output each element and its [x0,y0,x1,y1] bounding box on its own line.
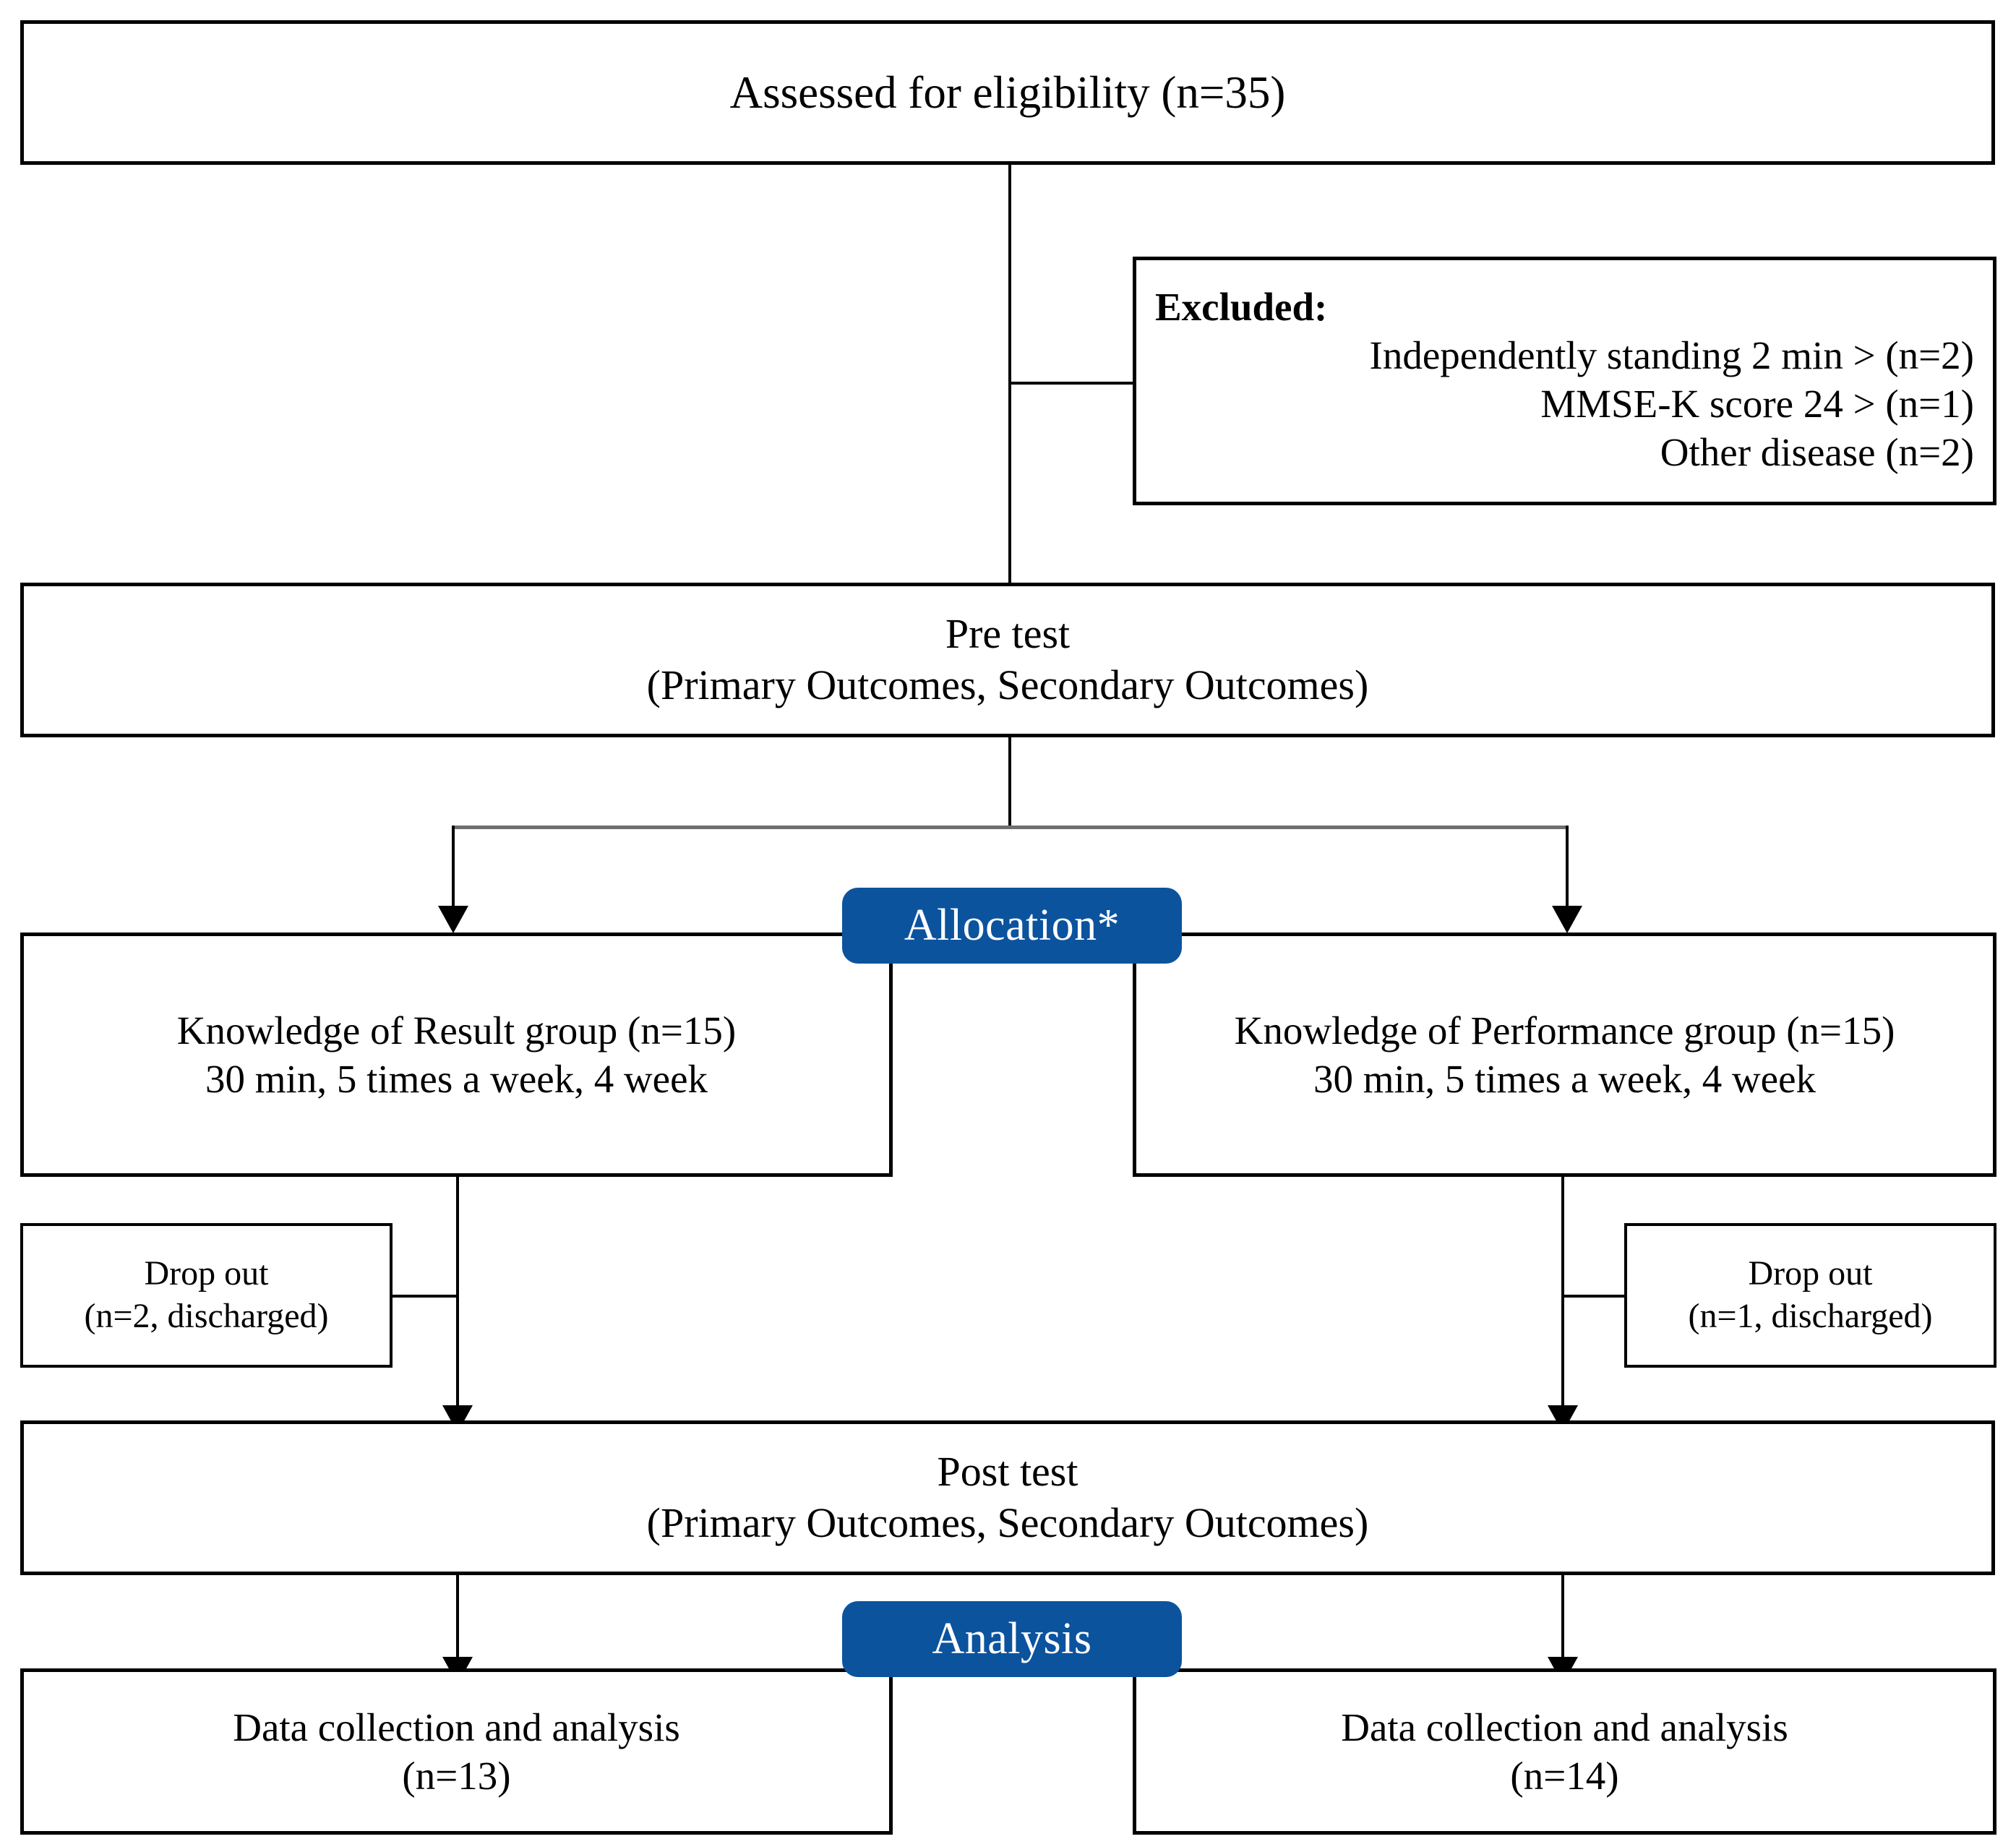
group-right-title: Knowledge of Performance group (n=15) [1234,1008,1895,1053]
node-group-knowledge-of-performance: Knowledge of Performance group (n=15) 30… [1133,933,1996,1177]
connector-split-left-drop [452,826,455,914]
arrowhead-to-group-left [438,906,468,933]
pre-test-outcomes: (Primary Outcomes, Secondary Outcomes) [646,661,1369,708]
post-test-outcomes: (Primary Outcomes, Secondary Outcomes) [646,1499,1369,1546]
connector-posttest-to-analysis-right [1561,1575,1564,1680]
dropout-right-title: Drop out [1748,1254,1873,1293]
node-dropout-right: Drop out (n=1, discharged) [1624,1223,1996,1368]
group-right-dosage: 30 min, 5 times a week, 4 week [1313,1057,1816,1101]
connector-dropout-left-tee [391,1295,458,1298]
connector-dropout-right-tee [1561,1295,1628,1298]
group-left-title: Knowledge of Result group (n=15) [176,1008,737,1053]
badge-analysis: Analysis [842,1601,1182,1677]
connector-split-right-drop [1566,826,1569,914]
dropout-left-detail: (n=2, discharged) [84,1297,329,1335]
node-assessed-for-eligibility: Assessed for eligibility (n=35) [20,20,1995,165]
connector-to-excluded-box [1008,382,1135,385]
analysis-left-title: Data collection and analysis [233,1705,680,1749]
connector-pretest-down [1008,737,1011,828]
pre-test-title: Pre test [945,610,1071,658]
excluded-reason-2: MMSE-K score 24 > (n=1) [1540,382,1974,426]
connector-eligibility-to-pretest [1008,165,1011,583]
connector-posttest-to-analysis-left [456,1575,459,1680]
badge-allocation: Allocation* [842,888,1182,964]
node-dropout-left: Drop out (n=2, discharged) [20,1223,393,1368]
node-pre-test: Pre test (Primary Outcomes, Secondary Ou… [20,583,1995,737]
node-post-test: Post test (Primary Outcomes, Secondary O… [20,1420,1995,1575]
badge-allocation-label: Allocation* [904,901,1120,950]
excluded-reason-1: Independently standing 2 min > (n=2) [1369,333,1974,377]
connector-group-left-to-posttest [456,1177,459,1427]
arrowhead-to-group-right [1552,906,1582,933]
badge-analysis-label: Analysis [932,1614,1092,1663]
assessed-for-eligibility-text: Assessed for eligibility (n=35) [729,67,1286,118]
excluded-header: Excluded: [1155,284,1328,329]
connector-allocation-split-bar [452,826,1569,829]
node-excluded: Excluded: Independently standing 2 min >… [1133,257,1996,505]
analysis-right-count: (n=14) [1510,1754,1619,1798]
analysis-right-title: Data collection and analysis [1341,1705,1788,1749]
node-analysis-left: Data collection and analysis (n=13) [20,1668,893,1835]
group-left-dosage: 30 min, 5 times a week, 4 week [205,1057,708,1101]
node-group-knowledge-of-result: Knowledge of Result group (n=15) 30 min,… [20,933,893,1177]
post-test-title: Post test [937,1448,1078,1496]
connector-group-right-to-posttest [1561,1177,1564,1427]
dropout-left-title: Drop out [144,1254,269,1293]
analysis-left-count: (n=13) [402,1754,511,1798]
dropout-right-detail: (n=1, discharged) [1688,1297,1933,1335]
excluded-reason-3: Other disease (n=2) [1660,430,1974,475]
node-analysis-right: Data collection and analysis (n=14) [1133,1668,1996,1835]
